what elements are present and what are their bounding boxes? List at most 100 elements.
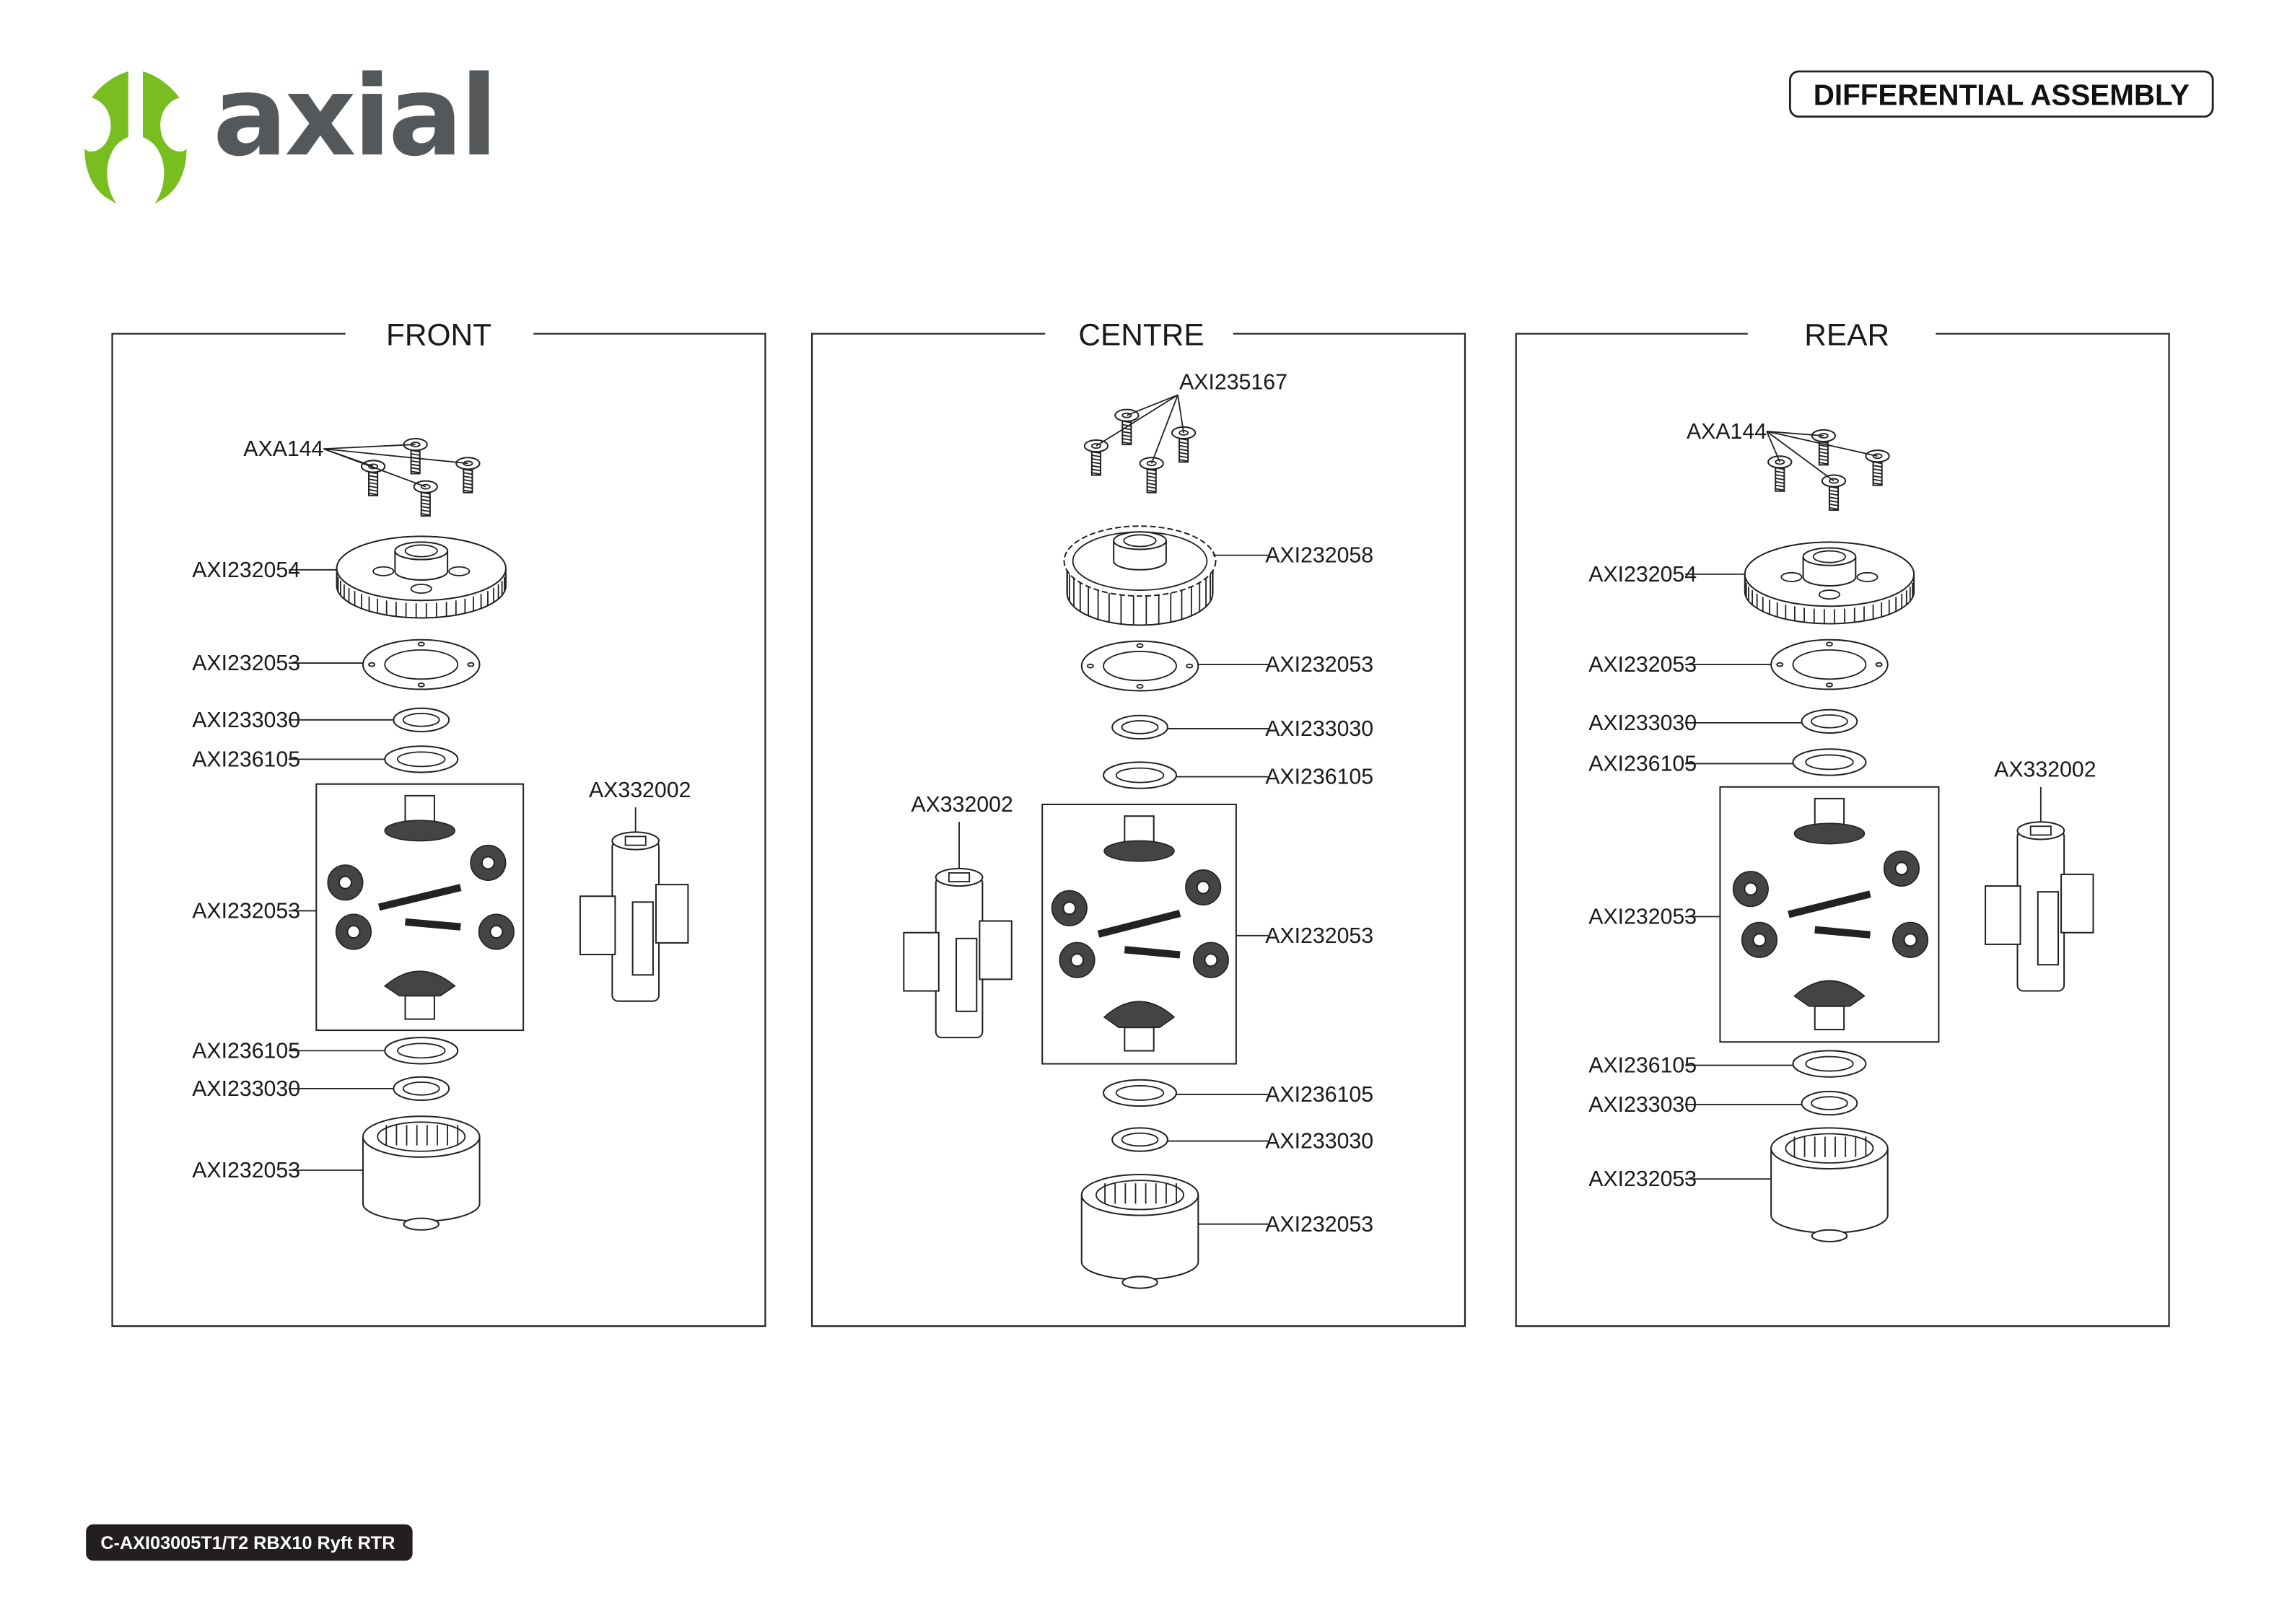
shim-washer-icon: [1792, 748, 1867, 776]
model-name: C-AXI03005T1/T2 RBX10 Ryft RTR: [100, 1533, 395, 1553]
leader-line: [1177, 395, 1185, 434]
callout-axi232053: AXI232053: [192, 783, 525, 1032]
callout-axi236105: AXI236105: [1103, 761, 1373, 789]
part-number-label: AXI236105: [192, 747, 300, 771]
panel-title-gap: [1045, 329, 1233, 338]
callout-axi233030: AXI233030: [1111, 714, 1373, 741]
part-number-label: AXI232053: [1588, 653, 1697, 677]
shim-washer-icon: [1111, 1127, 1168, 1152]
callout-axi233030: AXI233030: [1588, 708, 1858, 735]
part-number-label: AXI233030: [192, 1077, 300, 1101]
logo-symbol-right: [142, 71, 187, 204]
callout-axi232053: AXI232053: [1588, 1127, 1889, 1242]
shim-washer-icon: [1103, 761, 1178, 789]
part-number-label: AXI233030: [1588, 1093, 1697, 1117]
leader-line: [1150, 395, 1178, 464]
diff-case-icon: [1770, 1127, 1889, 1242]
part-number-label: AXI235167: [1179, 370, 1287, 394]
callout-axi232053: AXI232053: [192, 1115, 481, 1231]
panel-title: REAR: [1804, 318, 1889, 352]
panel-title: CENTRE: [1078, 318, 1204, 352]
panel-front: FRONTAXA144AXI232054AXI232053AXI233030AX…: [111, 318, 766, 1327]
part-number-label: AXI236105: [192, 1039, 300, 1063]
part-number-label: AXI236105: [1265, 765, 1373, 789]
callout-axi232054: AXI232054: [192, 535, 507, 619]
part-number-label: AXI232053: [1588, 1167, 1697, 1191]
part-number-label: AXI232053: [1588, 905, 1697, 929]
callout-axi233030: AXI233030: [192, 1076, 450, 1102]
shim-washer-icon: [1103, 1079, 1178, 1107]
part-number-label: AX332002: [911, 793, 1013, 817]
part-number-label: AXI232053: [1265, 653, 1373, 677]
axial-logo: axial: [84, 53, 498, 204]
outdrive-cup-icon: [1985, 821, 2094, 992]
panel-centre: CENTREAXI235167AXI232058AXI232053AXI2330…: [810, 318, 1466, 1327]
screw-icon: [1821, 474, 1847, 511]
leader-line: [323, 448, 468, 465]
gasket-icon: [1080, 640, 1199, 692]
callout-axi236105: AXI236105: [1588, 1050, 1867, 1078]
panel-title-gap: [1747, 329, 1936, 338]
callout-axi232058: AXI232058: [1063, 525, 1373, 626]
part-number-label: AXI232053: [192, 900, 300, 923]
shim-washer-icon: [1801, 708, 1858, 734]
document-title: DIFFERENTIAL ASSEMBLY: [1814, 78, 2190, 111]
part-number-label: AXI236105: [1588, 1054, 1697, 1078]
part-number-label: AXI233030: [1265, 717, 1373, 741]
panel-title: FRONT: [386, 318, 491, 352]
screw-icon: [1865, 449, 1890, 486]
shim-washer-icon: [393, 1076, 450, 1102]
spider-gear-set: [1041, 803, 1237, 1065]
callout-axi232053: AXI232053: [1041, 803, 1373, 1065]
shim-washer-icon: [1111, 714, 1168, 740]
leader-line: [1127, 394, 1178, 416]
callout-ax332002: AX332002: [903, 793, 1013, 1039]
part-number-label: AXI233030: [1265, 1130, 1373, 1154]
ring-gear-icon: [1744, 541, 1915, 625]
logo-symbol-left: [84, 71, 128, 204]
part-number-label: AXI232058: [1265, 544, 1373, 568]
leader-line: [1766, 431, 1781, 462]
screw-icon: [403, 437, 428, 475]
shim-washer-icon: [1792, 1050, 1867, 1078]
callout-axi236105: AXI236105: [192, 1037, 459, 1065]
callout-ax332002: AX332002: [579, 778, 691, 1002]
logo-wordmark: axial: [213, 53, 495, 181]
shim-washer-icon: [384, 1037, 459, 1065]
model-footer-badge: C-AXI03005T1/T2 RBX10 Ryft RTR: [86, 1524, 413, 1561]
leader-line: [1766, 431, 1878, 457]
callout-axi235167: AXI235167: [1083, 370, 1287, 493]
document-title-box: DIFFERENTIAL ASSEMBLY: [1788, 70, 2214, 118]
callout-axi236105: AXI236105: [1588, 748, 1867, 776]
spider-gear-set: [315, 783, 525, 1032]
callout-ax332002: AX332002: [1985, 758, 2096, 992]
callout-axa144: AXA144: [1687, 420, 1890, 511]
part-number-label: AXI232053: [192, 1159, 300, 1182]
panel-rear: REARAXA144AXI232054AXI232053AXI233030AXI…: [1515, 318, 2170, 1327]
callout-axi232053: AXI232053: [1588, 638, 1889, 690]
part-number-label: AXI233030: [192, 708, 300, 732]
leader-line: [1096, 394, 1178, 447]
diff-case-icon: [1080, 1174, 1199, 1289]
callout-axi233030: AXI233030: [1588, 1090, 1858, 1117]
callout-axi233030: AXI233030: [1111, 1127, 1373, 1154]
callout-axi232053: AXI232053: [192, 638, 481, 690]
spider-gear-set: [1719, 786, 1940, 1043]
outdrive-cup-icon: [579, 831, 689, 1002]
gasket-icon: [1770, 638, 1889, 690]
diff-case-icon: [362, 1115, 481, 1231]
leader-line: [1766, 431, 1834, 482]
part-number-label: AXI236105: [1265, 1083, 1373, 1107]
callout-axi233030: AXI233030: [192, 707, 450, 733]
screw-icon: [1811, 429, 1837, 466]
part-number-label: AXI232054: [1588, 563, 1697, 587]
part-number-label: AXI232053: [1265, 1213, 1373, 1237]
part-number-label: AXA144: [243, 437, 323, 461]
spur-gear-icon: [1063, 525, 1217, 626]
callout-axi232054: AXI232054: [1588, 541, 1915, 625]
ring-gear-icon: [336, 535, 507, 619]
shim-washer-icon: [384, 745, 459, 773]
part-number-label: AXI232053: [1265, 924, 1373, 948]
leader-line: [1767, 431, 1824, 436]
